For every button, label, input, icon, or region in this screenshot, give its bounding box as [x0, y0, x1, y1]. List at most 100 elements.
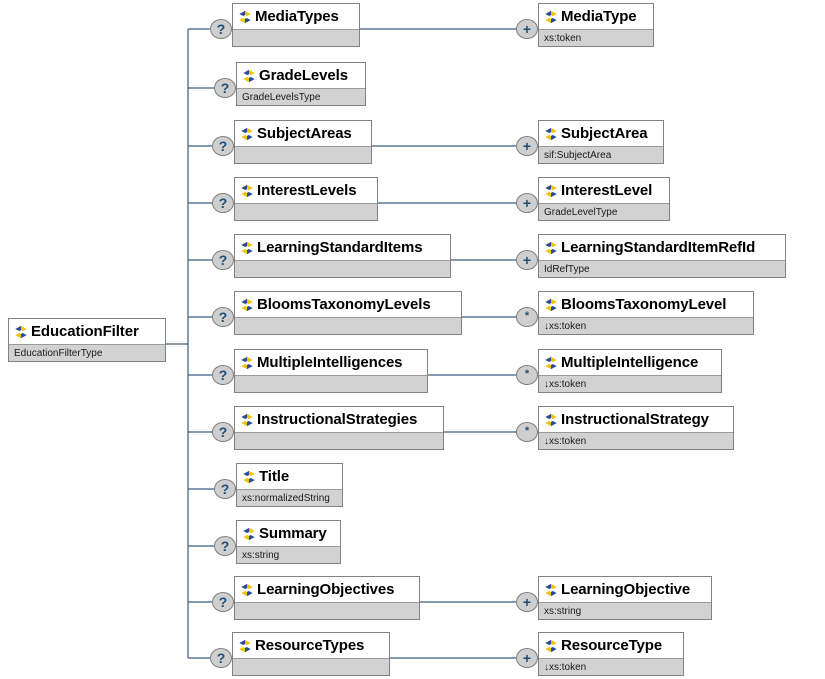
element-icon — [545, 241, 557, 254]
node-title: InstructionalStrategy — [539, 407, 733, 432]
node-title: ResourceTypes — [233, 633, 389, 658]
node-type-label — [235, 375, 427, 392]
node-title: LearningStandardItems — [235, 235, 450, 260]
occurrence-plus-mediatype[interactable]: + — [516, 19, 538, 39]
schema-node-resourcetypes[interactable]: ResourceTypes — [232, 632, 390, 676]
node-type-label — [233, 658, 389, 675]
node-title: InterestLevels — [235, 178, 377, 203]
element-icon — [241, 127, 253, 140]
element-icon — [545, 298, 557, 311]
schema-node-multipleintelligences[interactable]: MultipleIntelligences — [234, 349, 428, 393]
occurrence-optional-multipleintelligences[interactable]: ? — [212, 365, 234, 385]
element-icon — [545, 127, 557, 140]
occurrence-optional-summary[interactable]: ? — [214, 536, 236, 556]
node-name-label: SubjectAreas — [257, 125, 352, 142]
occurrence-optional-instructionalstrategies[interactable]: ? — [212, 422, 234, 442]
node-title: MultipleIntelligences — [235, 350, 427, 375]
node-type-label: ↓xs:token — [539, 375, 721, 392]
occurrence-optional-subjectareas[interactable]: ? — [212, 136, 234, 156]
node-name-label: InstructionalStrategies — [257, 411, 418, 428]
node-name-label: EducationFilter — [31, 323, 139, 340]
node-title: MediaTypes — [233, 4, 359, 29]
schema-node-multipleintelligence[interactable]: MultipleIntelligence ↓xs:token — [538, 349, 722, 393]
element-icon — [545, 583, 557, 596]
occurrence-optional-learningobjectives[interactable]: ? — [212, 592, 234, 612]
schema-node-summary[interactable]: Summary xs:string — [236, 520, 341, 564]
occurrence-optional-resourcetypes[interactable]: ? — [210, 648, 232, 668]
node-name-label: GradeLevels — [259, 67, 348, 84]
node-type-label — [235, 203, 377, 220]
node-type-label: ↓xs:token — [539, 658, 683, 675]
node-name-label: LearningObjective — [561, 581, 691, 598]
node-name-label: MediaType — [561, 8, 637, 25]
node-name-label: ResourceType — [561, 637, 663, 654]
node-title: BloomsTaxonomyLevels — [235, 292, 461, 317]
schema-node-learningobjectives[interactable]: LearningObjectives — [234, 576, 420, 620]
node-type-label: sif:SubjectArea — [539, 146, 663, 163]
occurrence-optional-mediatypes[interactable]: ? — [210, 19, 232, 39]
schema-node-instructionalstrategies[interactable]: InstructionalStrategies — [234, 406, 444, 450]
occurrence-optional-bloomstaxonomylevels[interactable]: ? — [212, 307, 234, 327]
node-title: ResourceType — [539, 633, 683, 658]
node-title: InstructionalStrategies — [235, 407, 443, 432]
schema-node-subjectarea[interactable]: SubjectArea sif:SubjectArea — [538, 120, 664, 164]
occurrence-star-bloomstaxonomylevel[interactable]: * — [516, 307, 538, 327]
element-icon — [241, 583, 253, 596]
occurrence-star-multipleintelligence[interactable]: * — [516, 365, 538, 385]
element-icon — [241, 184, 253, 197]
node-title: MultipleIntelligence — [539, 350, 721, 375]
element-icon — [239, 10, 251, 23]
occurrence-optional-interestlevels[interactable]: ? — [212, 193, 234, 213]
node-type-label — [235, 146, 371, 163]
occurrence-optional-learningstandarditems[interactable]: ? — [212, 250, 234, 270]
occurrence-plus-resourcetype[interactable]: + — [516, 648, 538, 668]
occurrence-optional-gradelevels[interactable]: ? — [214, 78, 236, 98]
schema-node-instructionalstrategy[interactable]: InstructionalStrategy↓xs:token — [538, 406, 734, 450]
occurrence-plus-learningstandarditemrefid[interactable]: + — [516, 250, 538, 270]
schema-node-resourcetype[interactable]: ResourceType ↓xs:token — [538, 632, 684, 676]
element-icon — [545, 413, 557, 426]
node-name-label: BloomsTaxonomyLevel — [561, 296, 727, 313]
schema-node-learningobjective[interactable]: LearningObjective xs:string — [538, 576, 712, 620]
occurrence-plus-subjectarea[interactable]: + — [516, 136, 538, 156]
schema-node-learningstandarditems[interactable]: LearningStandardItems — [234, 234, 451, 278]
schema-node-bloomstaxonomylevel[interactable]: BloomsTaxonomyLevel↓xs:token — [538, 291, 754, 335]
schema-node-bloomstaxonomylevels[interactable]: BloomsTaxonomyLevels — [234, 291, 462, 335]
node-type-label: xs:string — [237, 546, 340, 563]
node-type-label — [233, 29, 359, 46]
node-name-label: LearningStandardItems — [257, 239, 423, 256]
node-name-label: LearningStandardItemRefId — [561, 239, 756, 256]
schema-node-interestlevels[interactable]: InterestLevels — [234, 177, 378, 221]
element-icon — [243, 470, 255, 483]
element-icon — [241, 298, 253, 311]
node-name-label: BloomsTaxonomyLevels — [257, 296, 431, 313]
schema-node-mediatypes[interactable]: MediaTypes — [232, 3, 360, 47]
occurrence-plus-learningobjective[interactable]: + — [516, 592, 538, 612]
node-name-label: MultipleIntelligence — [561, 354, 699, 371]
occurrence-star-instructionalstrategy[interactable]: * — [516, 422, 538, 442]
node-name-label: Summary — [259, 525, 327, 542]
element-icon — [545, 184, 557, 197]
node-name-label: LearningObjectives — [257, 581, 395, 598]
node-name-label: SubjectArea — [561, 125, 648, 142]
schema-node-subjectareas[interactable]: SubjectAreas — [234, 120, 372, 164]
node-title: Title — [237, 464, 342, 489]
node-title: SubjectArea — [539, 121, 663, 146]
occurrence-optional-title[interactable]: ? — [214, 479, 236, 499]
node-type-label — [235, 432, 443, 449]
element-icon — [545, 356, 557, 369]
node-type-label: xs:normalizedString — [237, 489, 342, 506]
node-name-label: InterestLevel — [561, 182, 653, 199]
node-type-label: xs:string — [539, 602, 711, 619]
node-type-label: ↓xs:token — [539, 432, 733, 449]
occurrence-plus-interestlevel[interactable]: + — [516, 193, 538, 213]
node-title: SubjectAreas — [235, 121, 371, 146]
